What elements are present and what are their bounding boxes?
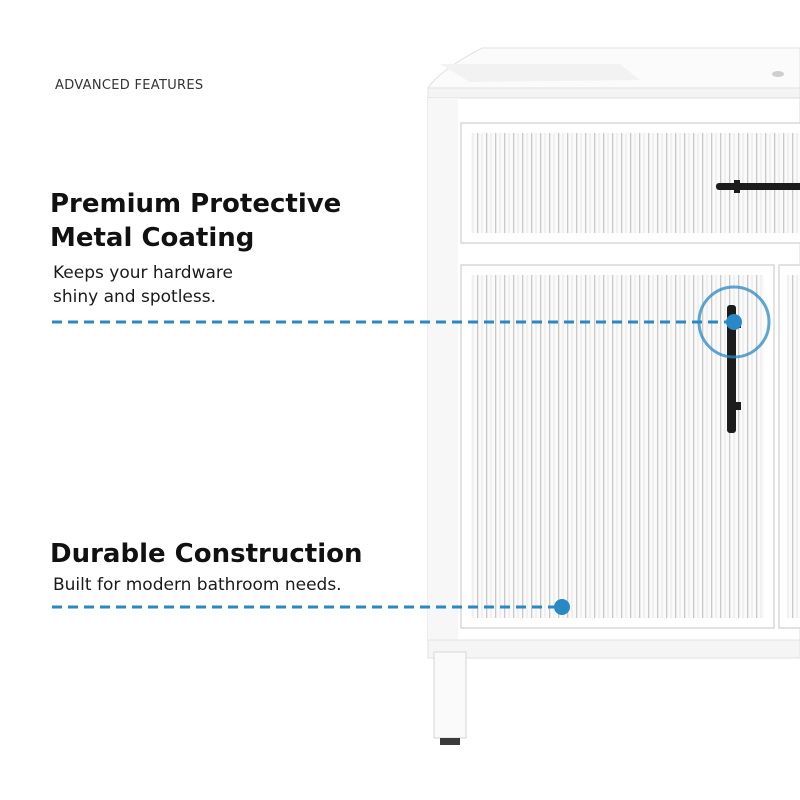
- feature-title: Durable Construction: [50, 539, 363, 569]
- feature-description: Built for modern bathroom needs.: [53, 575, 342, 595]
- right-door: [778, 264, 800, 629]
- top-drawer: [460, 122, 800, 244]
- callout-dot: [554, 599, 570, 615]
- feature-title: Premium Protective: [50, 189, 342, 219]
- countertop: [427, 47, 800, 99]
- callout-construction: [52, 599, 570, 615]
- feature-description: shiny and spotless.: [53, 287, 216, 307]
- left-door: [460, 264, 775, 629]
- drawer-handle: [716, 183, 800, 190]
- cabinet-leg: [433, 651, 467, 745]
- highlight-ring: [697, 285, 771, 359]
- door-handle: [727, 305, 736, 433]
- callout-metal-coating: [52, 285, 771, 359]
- feature-title: Metal Coating: [50, 223, 255, 253]
- section-eyebrow: ADVANCED FEATURES: [55, 78, 204, 93]
- feature-description: Keeps your hardware: [53, 263, 233, 283]
- callout-dot: [726, 314, 742, 330]
